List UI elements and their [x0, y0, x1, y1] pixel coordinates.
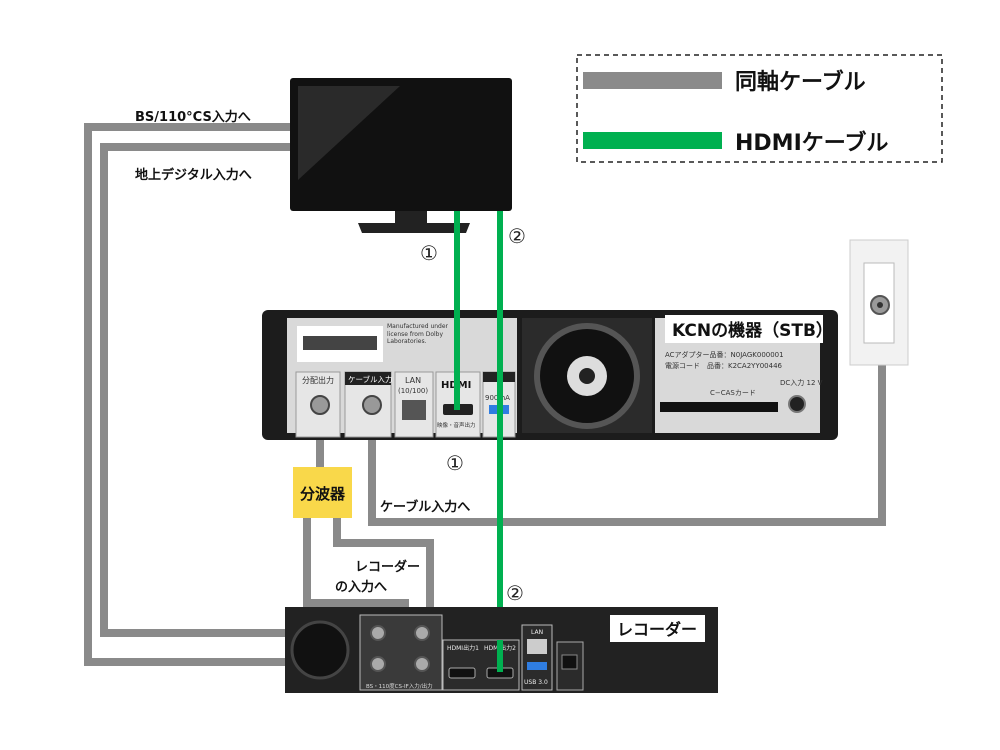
terrestrial-input-label: 地上デジタル入力へ: [135, 167, 252, 183]
tv: [290, 78, 512, 233]
recorder-input-label-2: の入力へ: [335, 579, 387, 595]
dolby-text: Manufactured under license from Dolby La…: [387, 323, 449, 345]
hdmi-legend-swatch: [583, 132, 722, 149]
terrestrial-cable: [100, 143, 372, 637]
stb-dc-port: [788, 395, 806, 413]
stb-title: KCNの機器（STB）: [672, 320, 833, 341]
wall-to-stb-cable: [368, 305, 886, 526]
stb-cable-in-port: [362, 395, 382, 415]
recorder-hdmi1-label: HDMI出力1: [447, 644, 479, 652]
stb-lan-label: LAN: [405, 376, 421, 385]
recorder-antenna-in-port: [414, 625, 430, 641]
recorder-bs-in-port: [414, 656, 430, 672]
ccas-card-slot: [660, 402, 778, 412]
stb-split-out-label: 分配出力: [302, 375, 334, 385]
hdmi-cables: [454, 211, 503, 672]
recorder-lan-label: LAN: [531, 629, 543, 636]
marker-2-bottom: ②: [506, 581, 524, 605]
marker-1-bottom: ①: [446, 451, 464, 475]
legend: 同軸ケーブル HDMIケーブル: [576, 54, 943, 163]
stb-hdmi-sub: 映像・音声出力: [437, 421, 476, 429]
recorder-device: BS・110度CS-IF入力/出力 HDMI出力1 HDMI出力2 LAN US…: [285, 607, 718, 693]
recorder-title: レコーダー: [617, 620, 697, 639]
cable-input-label: ケーブル入力へ: [380, 499, 470, 515]
stb-lan-port: [402, 400, 426, 420]
wall-outlet: [849, 239, 909, 366]
hdmi-legend-label: HDMIケーブル: [735, 130, 888, 156]
marker-1-top: ①: [420, 241, 438, 265]
stb-adapter-text: ACアダプター品番：N0JAGK000001: [665, 350, 784, 359]
splitter-to-recorder-cable-b: [333, 515, 434, 630]
coax-legend-swatch: [583, 72, 722, 89]
stb-dc-label: DC入力 12 V: [780, 378, 823, 387]
bs-cable: [84, 123, 372, 666]
recorder-tv-out-port: [370, 625, 386, 641]
recorder-hdmi1-port: [448, 667, 476, 679]
splitter: 分波器: [293, 467, 352, 518]
recorder-usb-port: [527, 662, 547, 670]
recorder-optical-port: [561, 654, 578, 670]
coax-legend-label: 同軸ケーブル: [735, 69, 866, 95]
splitter-label: 分波器: [300, 485, 346, 503]
bs-input-label: BS/110°CS入力へ: [135, 109, 251, 125]
recorder-usb-label: USB 3.0: [524, 679, 548, 686]
stb-ccas-label: C−CASカード: [710, 389, 756, 397]
coax-cables: [84, 123, 886, 666]
stb-lan-sub: (10/100): [398, 387, 428, 395]
recorder-input-label-1: レコーダー: [355, 559, 420, 575]
stb-device: Manufactured under license from Dolby La…: [262, 310, 838, 440]
recorder-bs-out-port: [370, 656, 386, 672]
marker-2-top: ②: [508, 224, 526, 248]
stb-split-out-port: [310, 395, 330, 415]
stb-cable-in-label: ケーブル入力: [348, 374, 393, 384]
recorder-lan-port: [527, 639, 547, 654]
stb-cord-text: 電源コード 品番：K2CA2YY00446: [665, 361, 783, 370]
recorder-bs-label: BS・110度CS-IF入力/出力: [366, 682, 433, 690]
